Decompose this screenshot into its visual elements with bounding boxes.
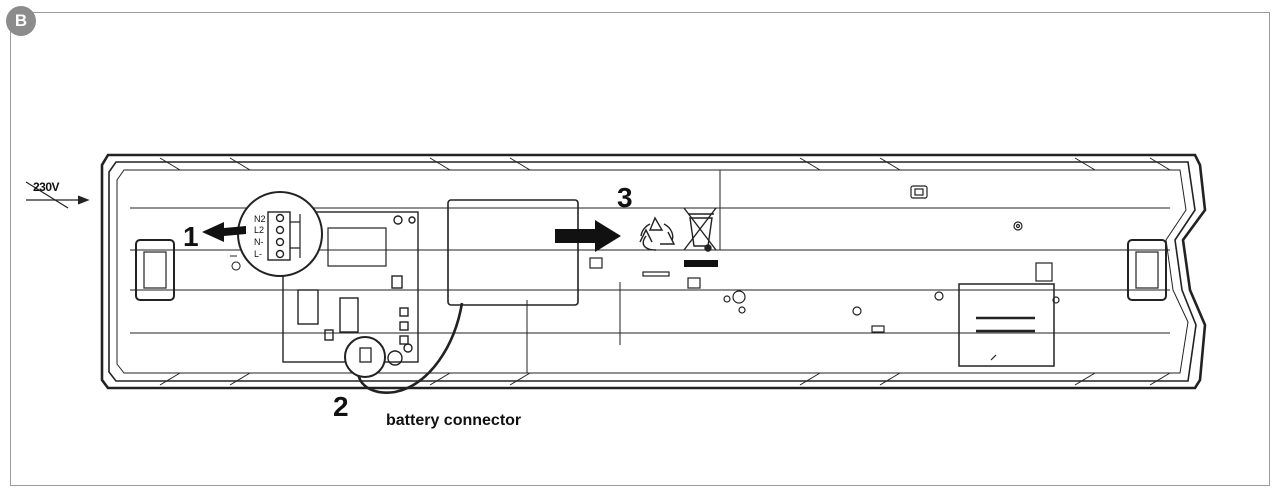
mains-disconnect-arrow [25, 181, 90, 209]
arrow-icon [202, 222, 246, 242]
battery-connector-label: battery connector [386, 412, 522, 429]
circuit-board [282, 211, 419, 366]
terminal-label-l2: L2 [254, 225, 265, 235]
recycle-icon [639, 216, 676, 251]
battery-cable [356, 302, 464, 394]
arrow-icon [555, 220, 621, 252]
end-clip-left [135, 239, 175, 301]
step-2-number: 2 [333, 391, 349, 422]
end-clip-right [1127, 239, 1167, 301]
step-3-number: 3 [617, 182, 633, 213]
housing-outline [100, 153, 1207, 390]
crossed-out-wheelie-bin-icon [683, 207, 718, 267]
terminal-label-l: L- [254, 249, 263, 259]
terminal-label-n: N- [254, 237, 264, 247]
step-1-number: 1 [183, 221, 199, 252]
panel-badge: B [6, 6, 36, 36]
battery-pack [447, 199, 579, 306]
diagram-frame [10, 12, 1270, 486]
battery-connector-detail-circle [344, 336, 386, 378]
voltage-label: 230V [33, 180, 60, 194]
terminal-label-n2: N2 [254, 214, 266, 224]
mounting-details [589, 185, 1060, 367]
